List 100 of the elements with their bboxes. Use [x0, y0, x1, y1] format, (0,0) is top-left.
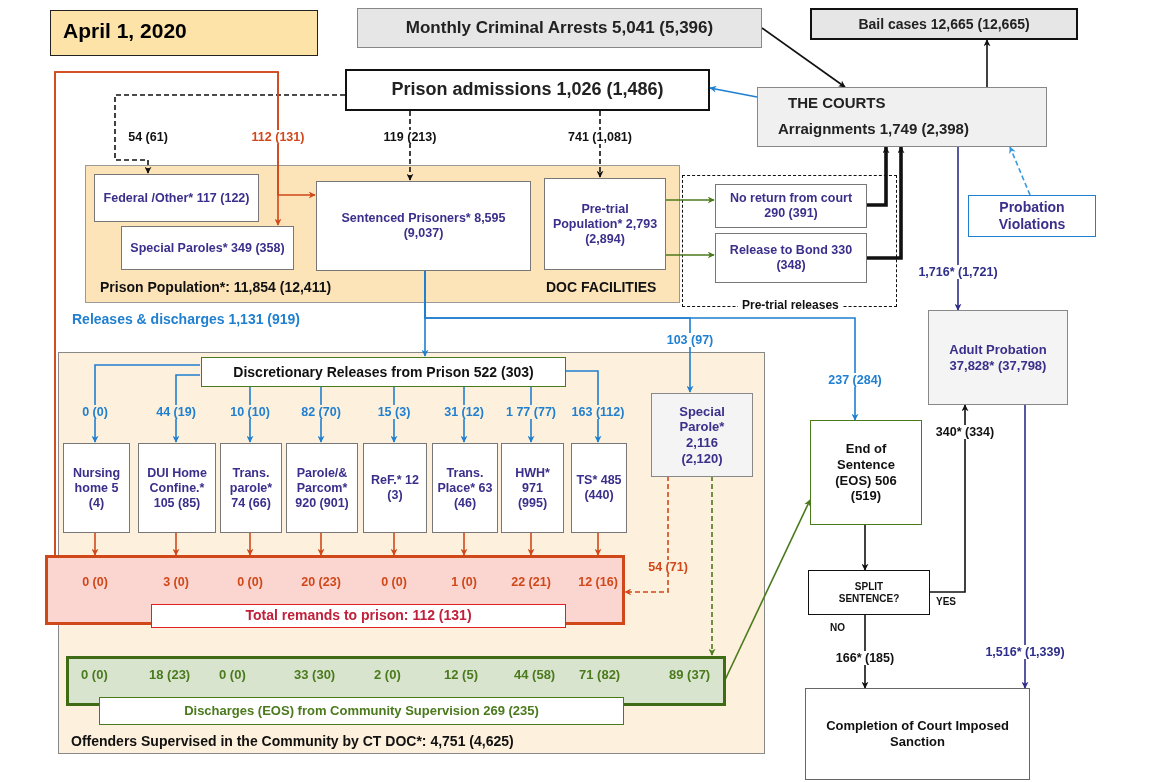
count-label: 0 (0) — [81, 667, 108, 682]
edge-label: 741 (1,081) — [566, 130, 634, 144]
panel-heading: Discharges (EOS) from Community Supervision 269 (235) — [99, 697, 624, 725]
edge-label: 1,716* (1,721) — [916, 265, 1000, 279]
group-heading: Offenders Supervised in the Community by CT DOC*: 4,751 (4,625) — [71, 733, 514, 749]
arrow — [866, 146, 890, 207]
edge-label: 44 (19) — [154, 405, 198, 419]
edge-label: 0 (0) — [235, 575, 265, 589]
edge-label: 237 (284) — [826, 373, 884, 387]
arrow — [708, 475, 716, 656]
count-label: 2 (0) — [374, 667, 401, 682]
group-heading: Prison Population*: 11,854 (12,411) — [100, 279, 332, 295]
process-box: Nursing home 5 (4) — [63, 443, 130, 533]
edge-label: 163 (112) — [569, 405, 627, 419]
edge-label: 0 (0) — [80, 405, 110, 419]
process-box: Special Paroles* 349 (358) — [121, 226, 294, 270]
process-box: Probation Violations — [968, 195, 1096, 237]
process-box: Parole/& Parcom* 920 (901) — [286, 443, 358, 533]
edge-label: 15 (3) — [375, 405, 413, 419]
edge-label: 1 (0) — [449, 575, 479, 589]
process-box: TS* 485 (440) — [571, 443, 627, 533]
edge-label: 166* (185) — [833, 651, 897, 665]
edge-label: 3 (0) — [161, 575, 191, 589]
edge-label: 54 (61) — [126, 130, 170, 144]
info-box: Monthly Criminal Arrests 5,041 (5,396) — [357, 8, 762, 48]
date-heading: April 1, 2020 — [50, 10, 318, 56]
edge-label: 20 (23) — [299, 575, 343, 589]
edge-label: 103 (97) — [664, 333, 716, 347]
count-label: 18 (23) — [149, 667, 191, 682]
arrow — [983, 39, 991, 88]
process-box: HWH* 971 (995) — [501, 443, 564, 533]
group-heading: DOC FACILITIES — [546, 279, 657, 295]
arrow — [564, 370, 602, 443]
process-box: Sentenced Prisoners* 8,595 (9,037) — [316, 181, 531, 271]
arrow — [954, 146, 962, 311]
arrow — [761, 27, 846, 88]
arrow — [91, 531, 99, 556]
process-box: ReF.* 12 (3) — [363, 443, 427, 533]
arrow — [424, 269, 859, 421]
process-box: Pre-trial Population* 2,793 (2,894) — [544, 178, 666, 270]
arrow — [460, 531, 468, 556]
edge-label: 0 (0) — [80, 575, 110, 589]
arrow — [172, 374, 201, 443]
arrow — [172, 531, 180, 556]
arrow — [317, 531, 325, 556]
process-box: Trans. parole* 74 (66) — [220, 443, 282, 533]
arrow — [724, 499, 811, 681]
count-label: 44 (58) — [514, 667, 556, 682]
edge-label: 340* (334) — [933, 425, 997, 439]
arrow — [1009, 146, 1031, 196]
edge-label: 31 (12) — [442, 405, 486, 419]
arrow — [624, 475, 669, 596]
count-label: 33 (30) — [294, 667, 336, 682]
process-box: Completion of Court Imposed Sanction — [805, 688, 1030, 780]
edge-label: 82 (70) — [299, 405, 343, 419]
arrow — [390, 531, 398, 556]
process-box: Federal /Other* 117 (122) — [94, 174, 259, 222]
process-box: Special Parole* 2,116 (2,120) — [651, 393, 753, 477]
count-label: 89 (37) — [669, 667, 711, 682]
arrow — [866, 146, 905, 260]
count-label: Arraignments 1,749 (2,398) — [778, 120, 969, 137]
process-box: DUI Home Confine.* 105 (85) — [138, 443, 216, 533]
count-label: 71 (82) — [579, 667, 621, 682]
arrow — [709, 85, 758, 98]
process-box: Trans. Place* 63 (46) — [432, 443, 498, 533]
note-text: Releases & discharges 1,131 (919) — [72, 311, 301, 327]
edge-label: 112 (131) — [249, 130, 307, 144]
edge-label: 0 (0) — [379, 575, 409, 589]
edge-label: 1 77 (77) — [504, 405, 558, 419]
count-label: 0 (0) — [219, 667, 246, 682]
admissions-box: Prison admissions 1,026 (1,486) — [345, 69, 710, 111]
edge-label: 22 (21) — [509, 575, 553, 589]
count-label: 12 (5) — [444, 667, 478, 682]
edge-label: 1,516* (1,339) — [983, 645, 1067, 659]
edge-label: 10 (10) — [228, 405, 272, 419]
arrow — [246, 531, 254, 556]
process-box: End of Sentence (EOS) 506 (519) — [810, 420, 922, 525]
edge-label: 54 (71) — [646, 560, 690, 574]
facility-group — [85, 165, 680, 303]
process-box: Discretionary Releases from Prison 522 (303) — [201, 357, 566, 387]
process-box: Adult Probation 37,828* (37,798) — [928, 310, 1068, 405]
arrow — [664, 251, 715, 259]
arrow — [1021, 404, 1029, 689]
edge-label: 12 (16) — [576, 575, 620, 589]
courts-box — [757, 87, 1047, 147]
arrow — [91, 364, 201, 443]
arrow — [594, 531, 602, 556]
arrow — [114, 94, 346, 174]
group-heading: Pre-trial releases — [738, 298, 843, 312]
arrow — [527, 531, 535, 556]
process-box: No return from court 290 (391) — [715, 184, 867, 228]
arrow — [861, 524, 869, 571]
info-box: Bail cases 12,665 (12,665) — [810, 8, 1078, 40]
process-box: Release to Bond 330 (348) — [715, 233, 867, 283]
arrow — [929, 404, 969, 593]
note-text: YES — [936, 596, 956, 607]
total-label: Total remands to prison: 112 (131) — [151, 604, 566, 628]
decision-box: SPLIT SENTENCE? — [808, 570, 930, 615]
arrow — [664, 196, 715, 204]
edge-label: 119 (213) — [381, 130, 439, 144]
